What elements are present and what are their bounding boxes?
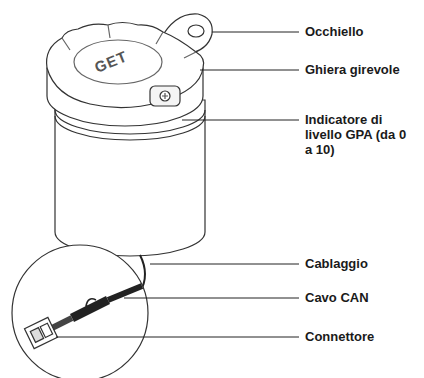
- part-label: Ghiera girevole: [305, 62, 420, 77]
- connector: [24, 317, 57, 348]
- level-indicator: [150, 86, 180, 106]
- eyelet-hole: [188, 25, 204, 37]
- ring-nut-top: [47, 23, 204, 108]
- part-label: Indicatore di livello GPA (da 0 a 10): [305, 112, 413, 157]
- part-label: Occhiello: [305, 24, 420, 39]
- part-label: Connettore: [305, 329, 420, 344]
- part-label: Cablaggio: [305, 256, 420, 271]
- part-label: Cavo CAN: [305, 290, 420, 305]
- leader-lines: [56, 32, 299, 337]
- zoom-circle: [12, 245, 148, 378]
